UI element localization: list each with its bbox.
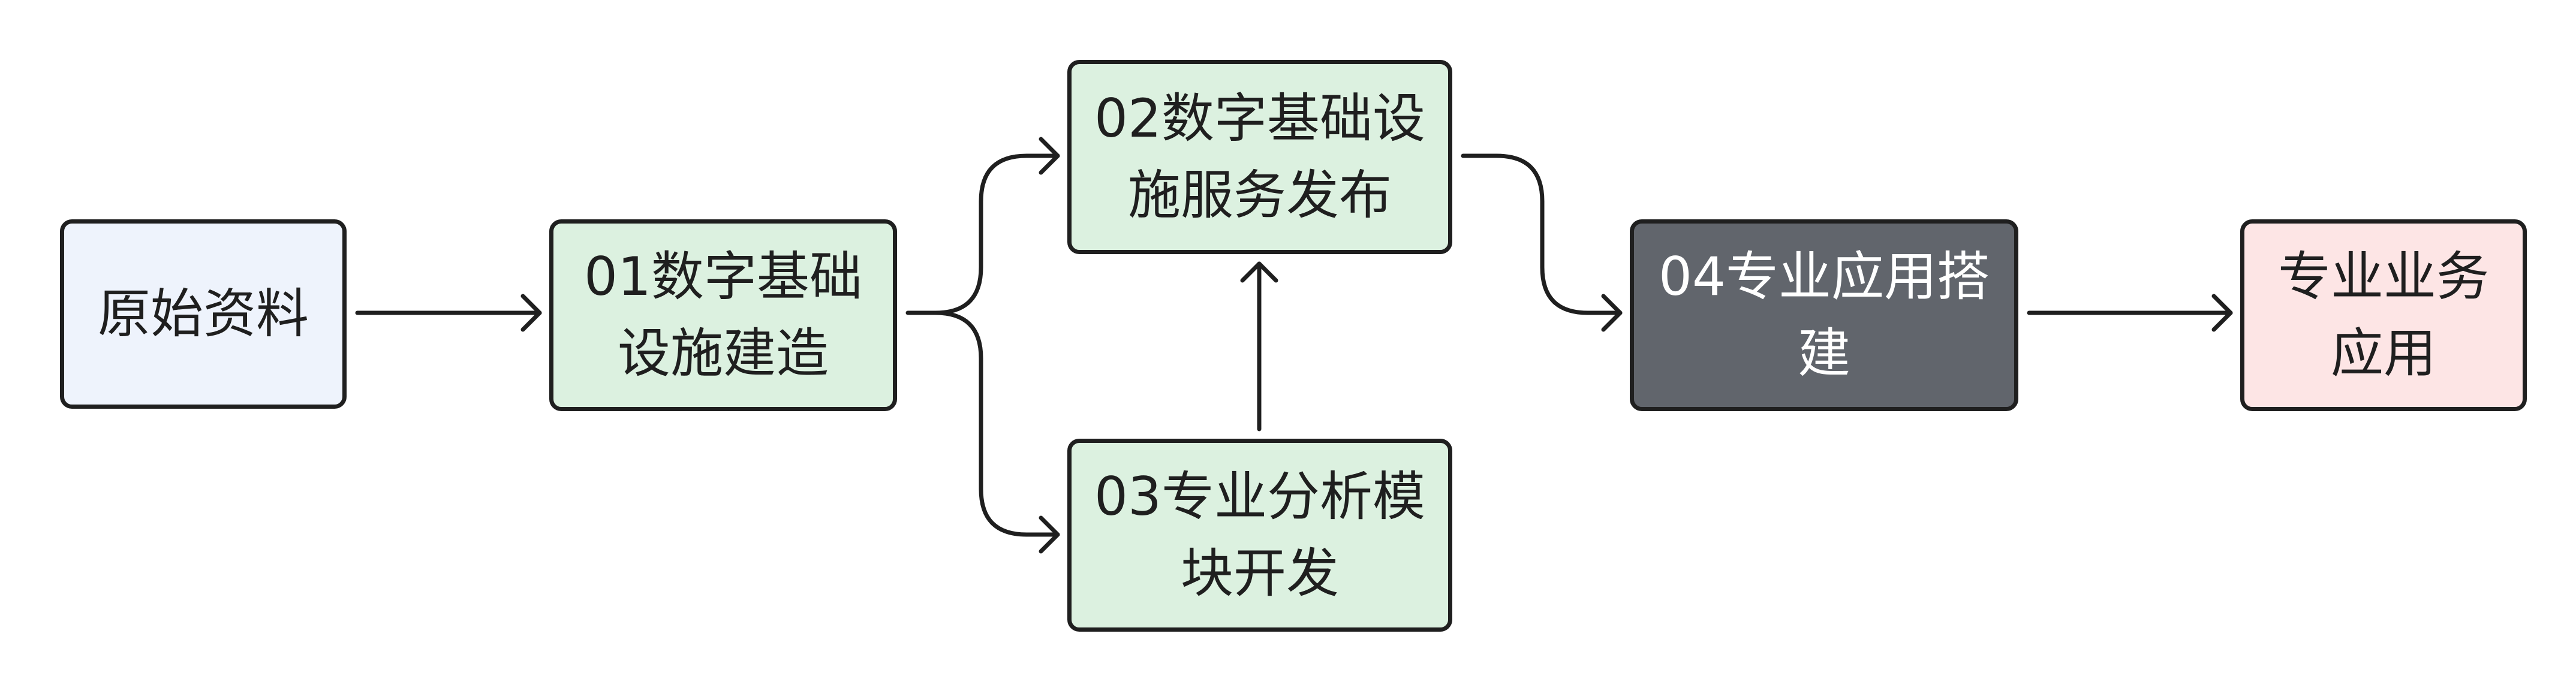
arrowhead-step2 bbox=[1039, 137, 1060, 175]
node-step3-label: 03专业分析模块开发 bbox=[1094, 465, 1425, 604]
node-step1-label: 01数字基础设施建造 bbox=[584, 245, 862, 384]
node-step2-label: 02数字基础设施服务发布 bbox=[1094, 87, 1425, 226]
arrowhead-step4 bbox=[1601, 294, 1623, 332]
node-step-02-infrastructure-service-publishing[interactable]: 02数字基础设施服务发布 bbox=[1067, 60, 1452, 254]
node-step-03-analysis-module-development[interactable]: 03专业分析模块开发 bbox=[1067, 439, 1452, 632]
connector-step1-to-step3 bbox=[933, 310, 1060, 537]
arrowhead-step3 bbox=[1039, 515, 1060, 554]
node-source-materials[interactable]: 原始资料 bbox=[60, 219, 347, 409]
node-step4-label: 04专业应用搭建 bbox=[1659, 245, 1990, 384]
node-step-04-application-building[interactable]: 04专业应用搭建 bbox=[1630, 219, 2018, 411]
arrowhead-step2-bottom bbox=[1240, 261, 1278, 283]
node-target-business-application[interactable]: 专业业务应用 bbox=[2240, 219, 2527, 411]
arrowhead-target bbox=[2211, 294, 2233, 332]
node-step-01-infrastructure-construction[interactable]: 01数字基础设施建造 bbox=[549, 219, 897, 411]
node-source-label: 原始资料 bbox=[97, 282, 309, 345]
arrowhead-step1 bbox=[520, 294, 542, 332]
node-target-label: 专业业务应用 bbox=[2277, 245, 2489, 384]
connector-step2-to-step4 bbox=[1461, 153, 1623, 315]
connector-step1-to-step2 bbox=[905, 153, 1060, 315]
